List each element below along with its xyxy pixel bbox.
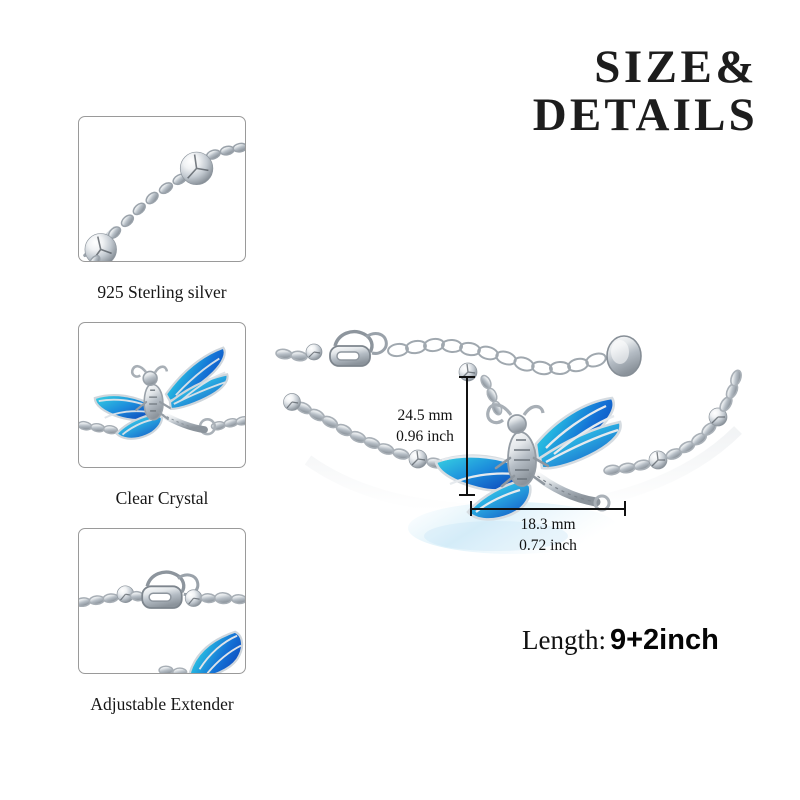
thumbnail-caption-clear-crystal: Clear Crystal — [115, 488, 209, 508]
lobster-clasp-extender-icon — [79, 570, 245, 673]
product-hero-image — [268, 310, 788, 590]
height-dimension-cap-top — [459, 376, 475, 378]
page-title: SIZE& DETAILS — [532, 41, 758, 141]
width-dimension-line — [470, 508, 626, 510]
thumbnail-caption-sterling-silver: 925 Sterling silver — [97, 282, 227, 302]
height-dimension-label: 24.5 mm 0.96 inch — [388, 406, 462, 447]
chain-with-beads-icon — [83, 142, 245, 261]
height-dimension-inch: 0.96 inch — [396, 427, 454, 445]
height-dimension-line — [466, 376, 468, 496]
length-value: 9+2inch — [609, 624, 719, 656]
width-dimension-inch: 0.72 inch — [519, 536, 577, 554]
thumbnail-card-clear-crystal[interactable] — [78, 322, 246, 468]
dragonfly-charm — [434, 396, 622, 521]
dragonfly-charm-icon — [79, 346, 245, 440]
height-dimension-mm: 24.5 mm — [397, 407, 453, 424]
thumbnail-card-adjustable-extender[interactable] — [78, 528, 246, 674]
width-dimension-cap-left — [470, 501, 472, 516]
page-title-line-1: SIZE& — [594, 41, 758, 93]
page-title-line-2: DETAILS — [532, 88, 758, 141]
thumbnail-caption-adjustable-extender: Adjustable Extender — [90, 694, 234, 714]
dragonfly-bracelet-illustration — [275, 329, 742, 554]
length-label-text: Length: — [522, 625, 606, 655]
width-dimension-label: 18.3 mm 0.72 inch — [470, 515, 626, 556]
width-dimension-cap-right — [624, 501, 626, 516]
height-dimension-cap-bottom — [459, 494, 475, 496]
length-label: Length:9+2inch — [522, 624, 719, 657]
width-dimension-mm: 18.3 mm — [520, 516, 576, 533]
thumbnail-card-sterling-silver[interactable] — [78, 116, 246, 262]
